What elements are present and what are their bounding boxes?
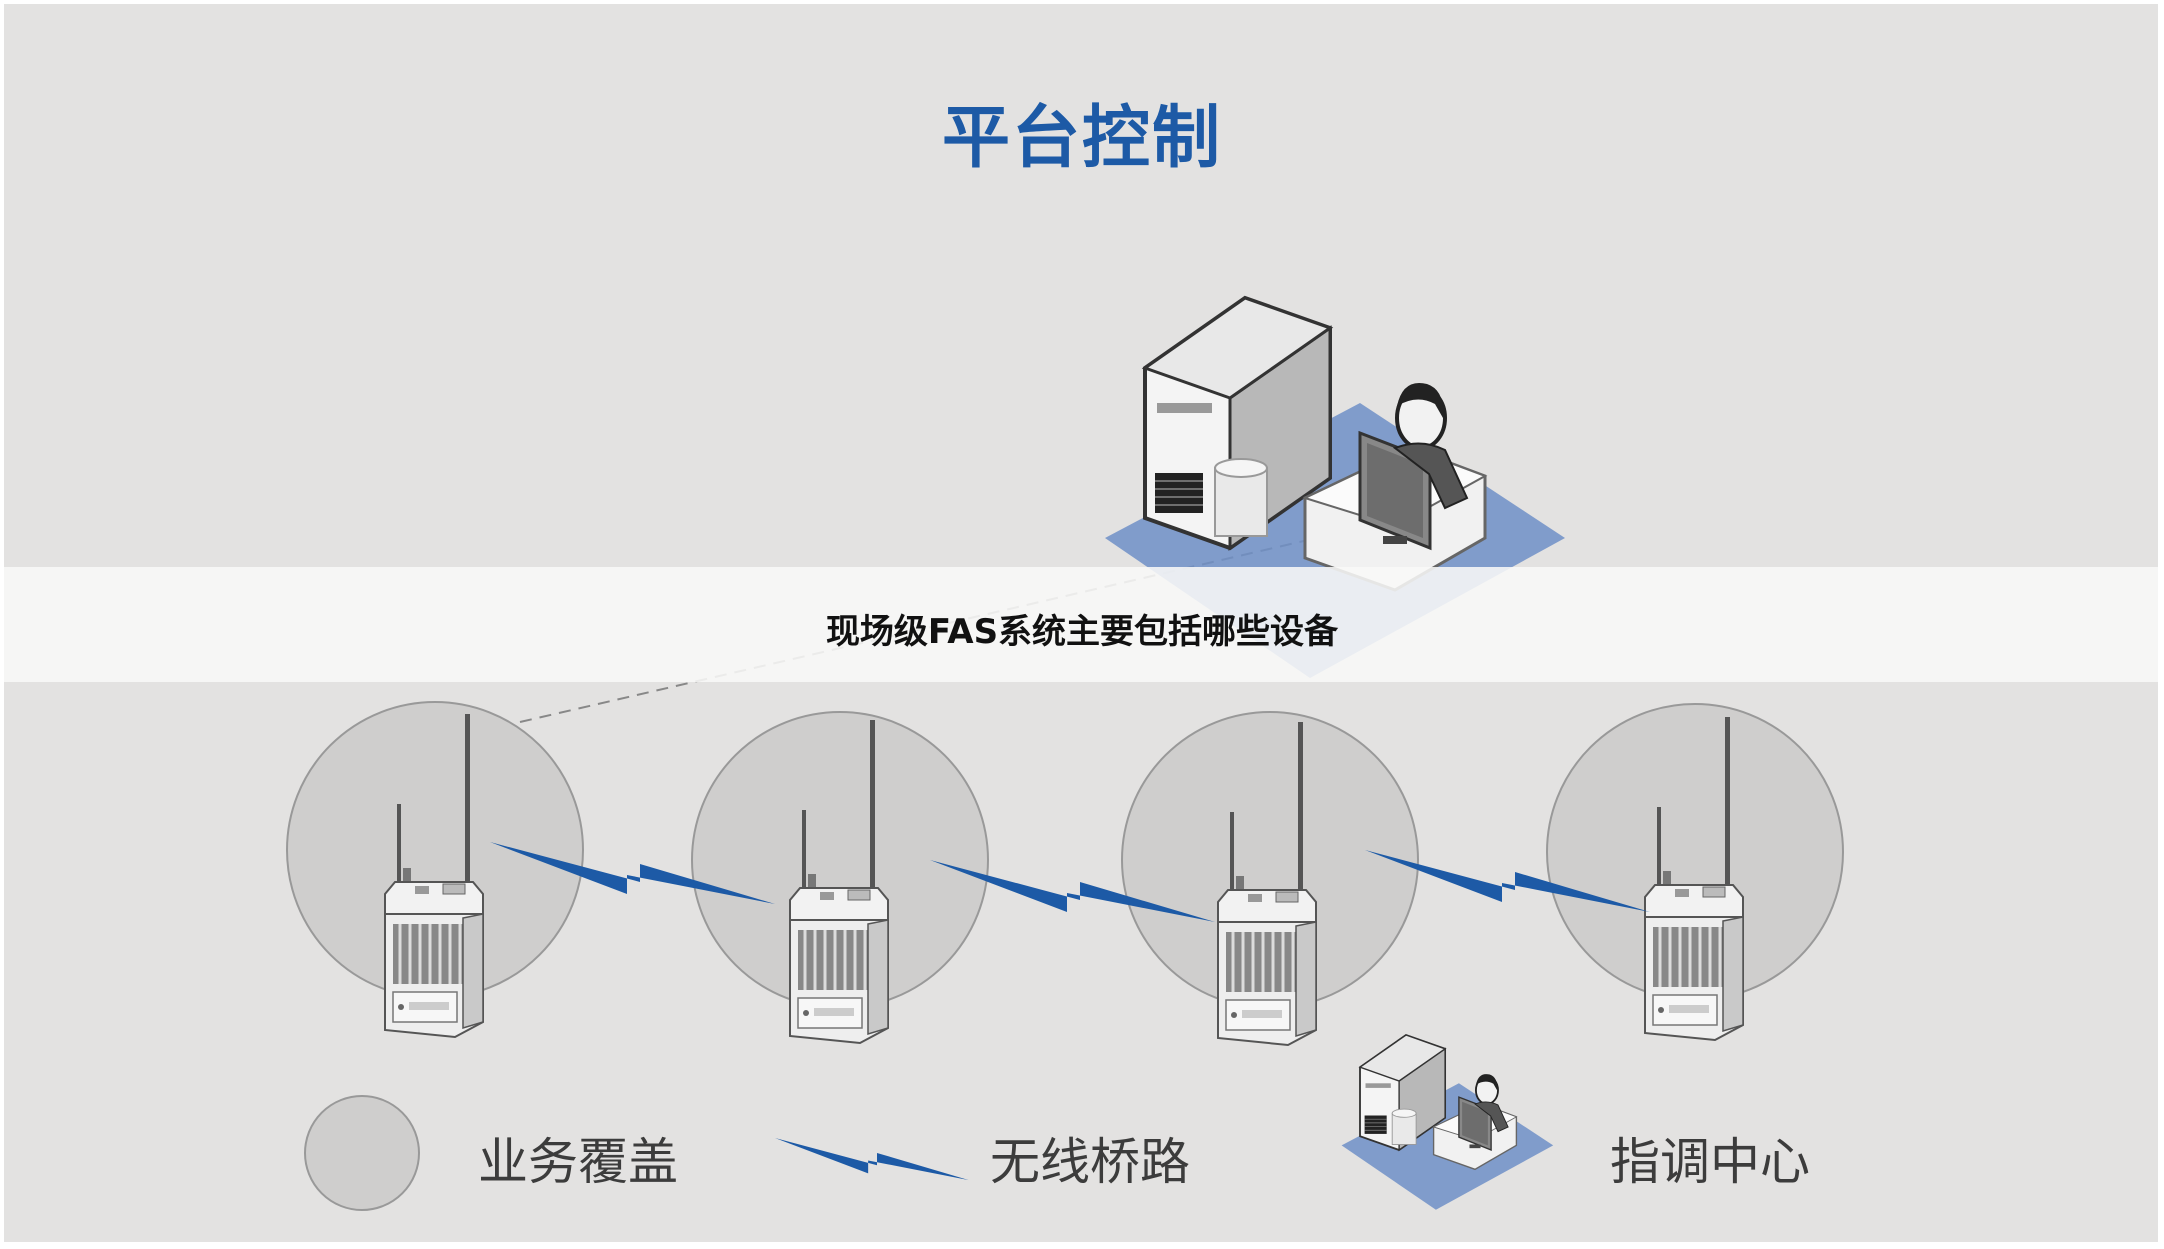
page-title: 平台控制: [941, 99, 1222, 178]
legend-coverage-label: 业务覆盖: [478, 1133, 678, 1191]
overlay-banner: [4, 567, 2158, 682]
banner-text: 现场级FAS系统主要包括哪些设备: [825, 612, 1339, 652]
legend-coverage-icon: [304, 1095, 420, 1211]
legend-center-label: 指调中心: [1610, 1133, 1810, 1191]
legend-center-icon: [1340, 1034, 1555, 1211]
legend-bridge-label: 无线桥路: [990, 1133, 1190, 1191]
legend-bolt-icon: [775, 1138, 969, 1181]
